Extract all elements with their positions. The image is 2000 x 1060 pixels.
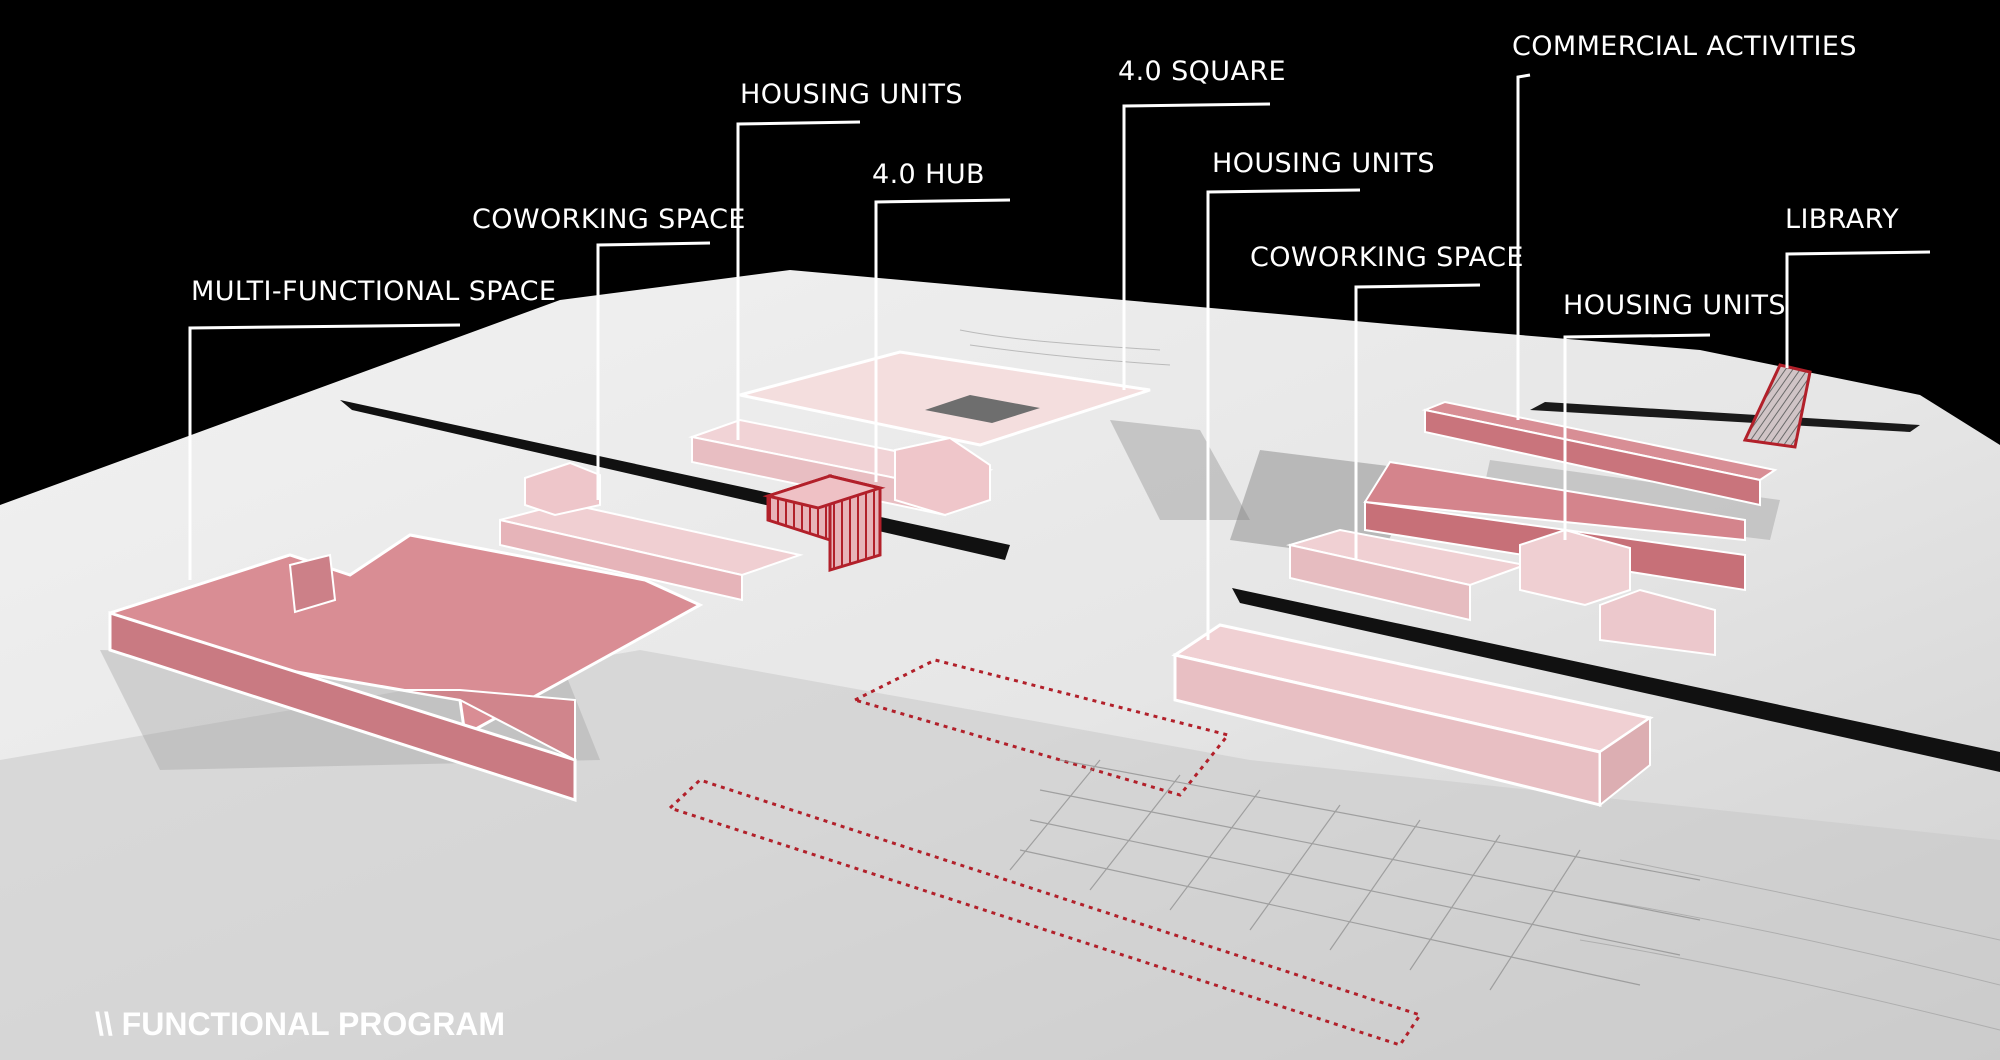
landscape-texture [959,329,2000,1031]
leader-multi-functional [188,323,461,580]
label-square: 4.0 SQUARE [1118,56,1286,87]
coworking-left-tower [524,461,601,517]
multi-functional-front [108,610,577,803]
leader-housing-center [1206,188,1361,640]
label-housing-units-right: HOUSING UNITS [1563,290,1786,321]
housing-right-low [1599,588,1716,657]
leader-hub [874,198,1011,482]
leader-coworking-right [1354,283,1481,560]
library-tower [1742,363,1812,449]
landscape-grid [1009,759,1701,991]
label-housing-units-center: HOUSING UNITS [1212,148,1435,179]
shadow-right [1230,450,1420,560]
leader-lines [188,73,1931,640]
multi-functional-wing [399,689,576,762]
leader-commercial [1516,73,1531,420]
square-void [925,395,1040,423]
leader-square [1122,102,1271,390]
coworking-left-front [499,518,743,602]
leader-library [1785,250,1931,368]
coworking-right-front [1289,543,1471,622]
leader-housing-right [1563,333,1711,540]
square-platform [739,350,1151,447]
multi-functional-tower [288,553,337,614]
housing-center-side [1599,716,1651,808]
label-housing-units-top: HOUSING UNITS [740,79,963,110]
dotted-area-lower [667,778,1423,1047]
label-multi-functional-space: MULTI-FUNCTIONAL SPACE [191,276,556,307]
label-coworking-space-left: COWORKING SPACE [472,204,746,235]
label-library: LIBRARY [1785,204,1899,235]
hub-cube-top [762,474,886,510]
diagram-title: \\ FUNCTIONAL PROGRAM [95,1006,505,1042]
shadow-center [1110,420,1250,520]
label-hub: 4.0 HUB [872,159,985,190]
housing-block-top-tower [894,436,991,517]
leader-coworking-left [596,241,711,500]
label-commercial-activities: COMMERCIAL ACTIVITIES [1512,31,1857,62]
leader-housing-top [736,120,861,440]
road-right [1232,588,2000,772]
road-upper [1530,402,1920,432]
commercial-lower-top [1363,460,1746,542]
commercial-front [1424,408,1761,507]
label-coworking-space-right: COWORKING SPACE [1250,242,1524,273]
